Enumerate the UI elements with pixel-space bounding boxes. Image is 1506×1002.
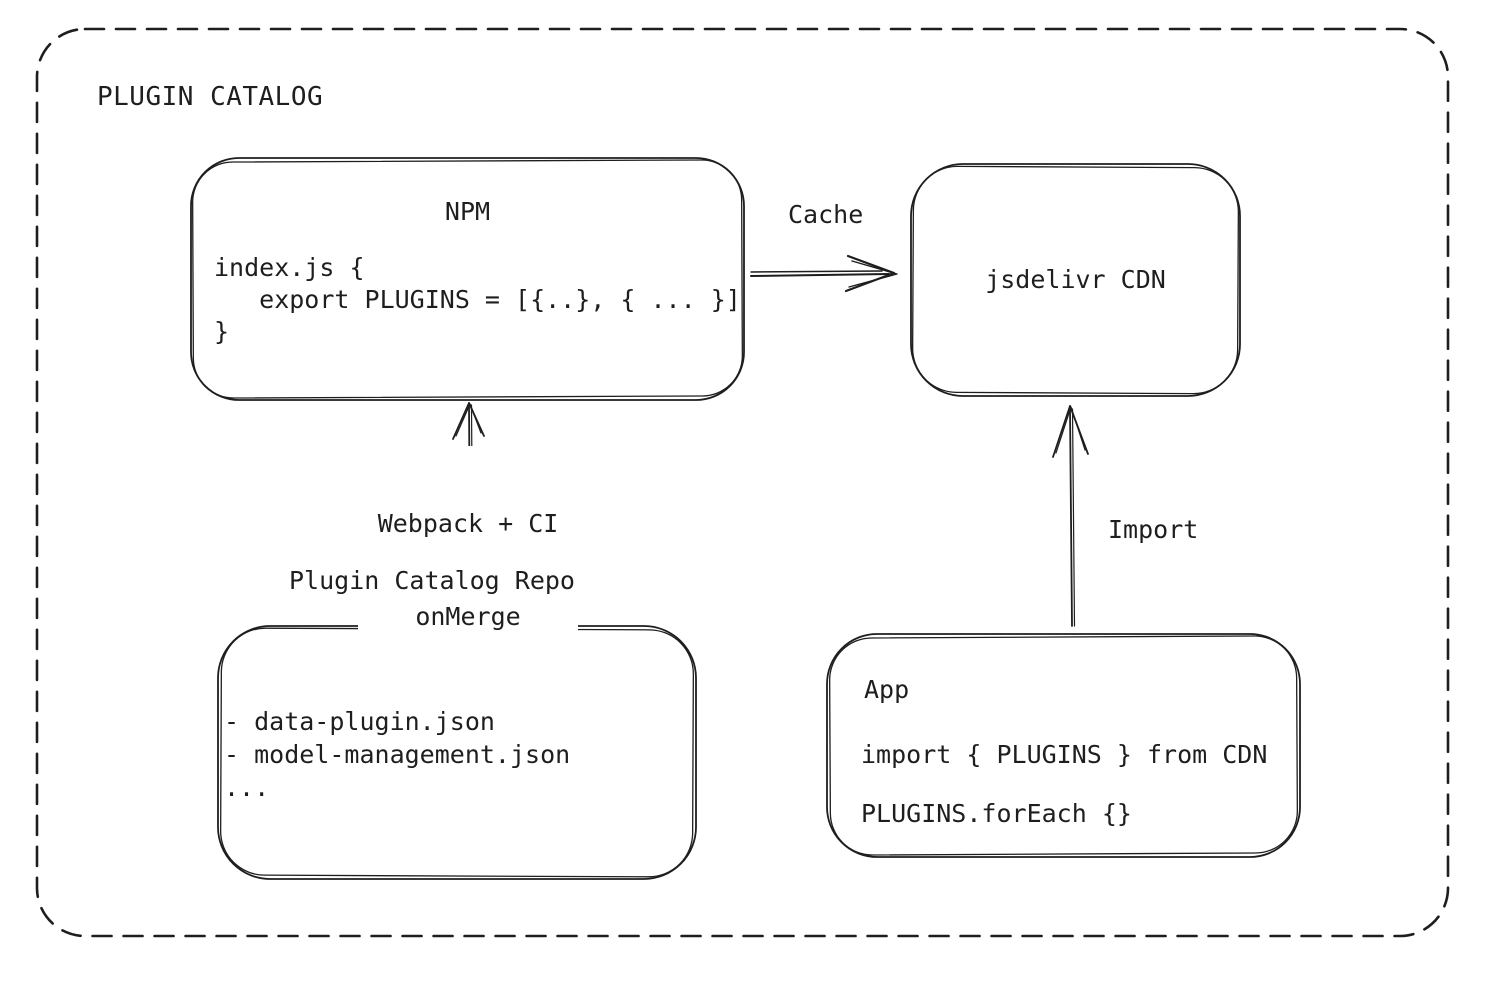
import-arrow-label: Import bbox=[1108, 515, 1199, 544]
app-box bbox=[826, 633, 1301, 858]
app-code-foreach-line: PLUGINS.forEach {} bbox=[861, 799, 1132, 828]
cache-arrow-label: Cache bbox=[788, 200, 864, 229]
npm-code-block: index.js { export PLUGINS = [{..}, { ...… bbox=[214, 253, 741, 346]
jsdelivr-box-label: jsdelivr CDN bbox=[985, 265, 1166, 294]
diagram-title: PLUGIN CATALOG bbox=[97, 82, 324, 112]
import-arrow bbox=[1052, 405, 1089, 627]
npm-box-title: NPM bbox=[444, 197, 491, 226]
repo-box-label: Plugin Catalog Repo bbox=[289, 566, 575, 595]
diagram-frame bbox=[35, 27, 1450, 938]
webpack-arrow-label: Webpack + CI onMerge bbox=[358, 446, 578, 694]
app-box-title: App bbox=[864, 675, 910, 704]
npm-box bbox=[190, 157, 745, 401]
repo-code-block: - data-plugin.json - model-management.js… bbox=[224, 707, 571, 802]
jsdelivr-box bbox=[910, 163, 1241, 397]
app-code-import-line: import { PLUGINS } from CDN bbox=[861, 740, 1268, 769]
cache-arrow bbox=[750, 254, 898, 293]
webpack-arrow-label-line2: onMerge bbox=[415, 602, 521, 631]
webpack-arrow-label-line1: Webpack + CI bbox=[377, 509, 559, 538]
